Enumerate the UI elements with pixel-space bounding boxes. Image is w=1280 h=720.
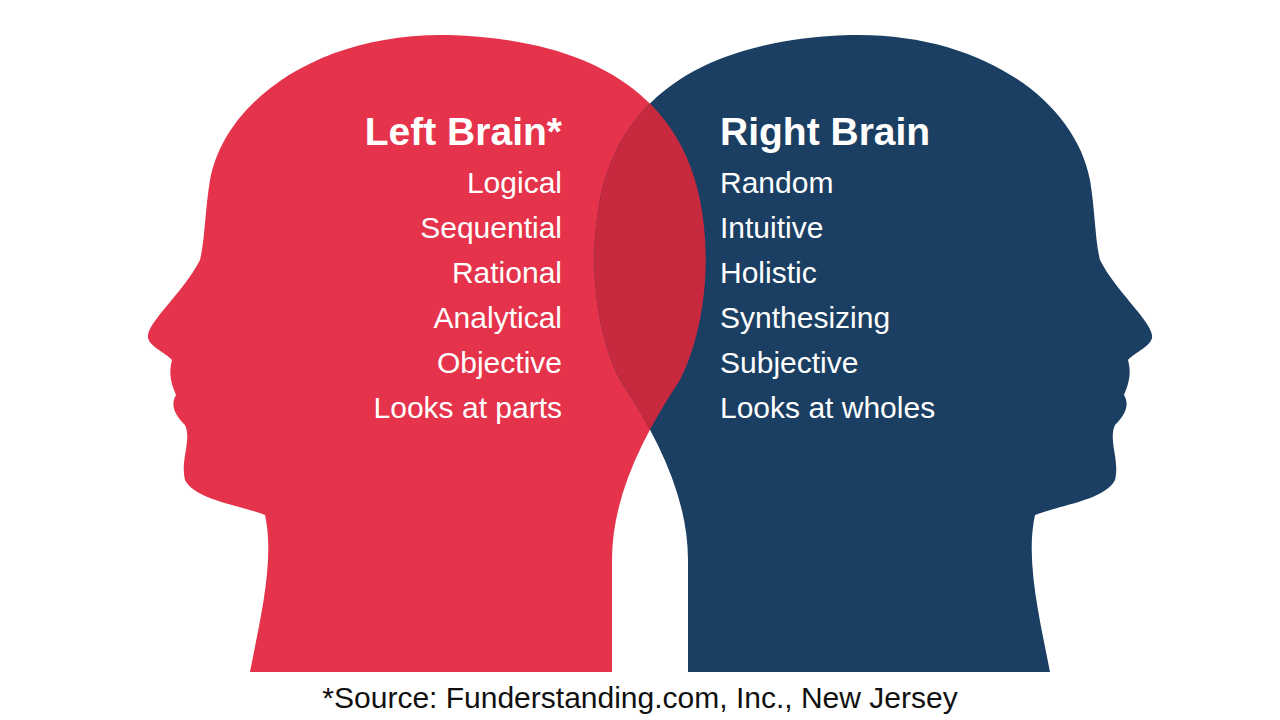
left-brain-list: Left Brain*LogicalSequentialRationalAnal… — [290, 108, 562, 430]
trait-item: Objective — [290, 340, 562, 385]
hemisphere-heading: Right Brain — [720, 108, 1020, 156]
left-head — [148, 35, 706, 672]
hemisphere-heading: Left Brain* — [290, 108, 562, 156]
source-caption: *Source: Funderstanding.com, Inc., New J… — [0, 680, 1280, 716]
trait-item: Synthesizing — [720, 295, 1020, 340]
trait-item: Subjective — [720, 340, 1020, 385]
trait-item: Sequential — [290, 205, 562, 250]
right-brain-list: Right BrainRandomIntuitiveHolisticSynthe… — [720, 108, 1020, 430]
trait-item: Random — [720, 160, 1020, 205]
head-overlap — [148, 35, 706, 672]
trait-item: Looks at parts — [290, 385, 562, 430]
trait-item: Rational — [290, 250, 562, 295]
trait-item: Logical — [290, 160, 562, 205]
trait-item: Holistic — [720, 250, 1020, 295]
trait-item: Analytical — [290, 295, 562, 340]
trait-item: Intuitive — [720, 205, 1020, 250]
trait-item: Looks at wholes — [720, 385, 1020, 430]
